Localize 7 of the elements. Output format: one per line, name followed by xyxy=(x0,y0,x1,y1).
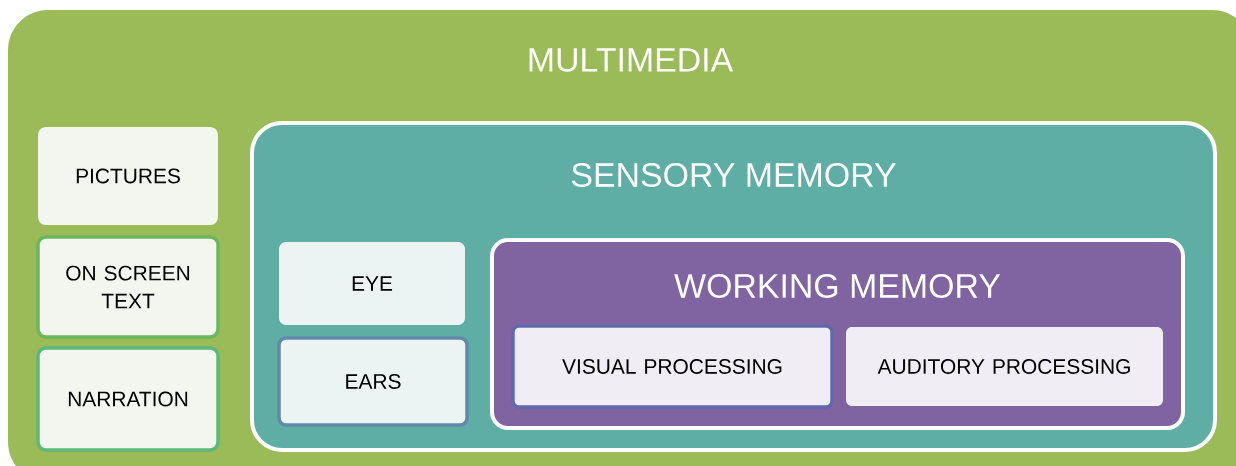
label-box: NARRATION xyxy=(36,346,220,452)
label-box: EARS xyxy=(277,336,469,427)
label-box: ON SCREEN TEXT xyxy=(36,235,220,339)
label-box: PICTURES xyxy=(38,127,218,225)
label-box: EYE xyxy=(279,242,465,325)
label-box: AUDITORY PROCESSING xyxy=(846,327,1163,406)
label-box: VISUAL PROCESSING xyxy=(511,324,834,409)
